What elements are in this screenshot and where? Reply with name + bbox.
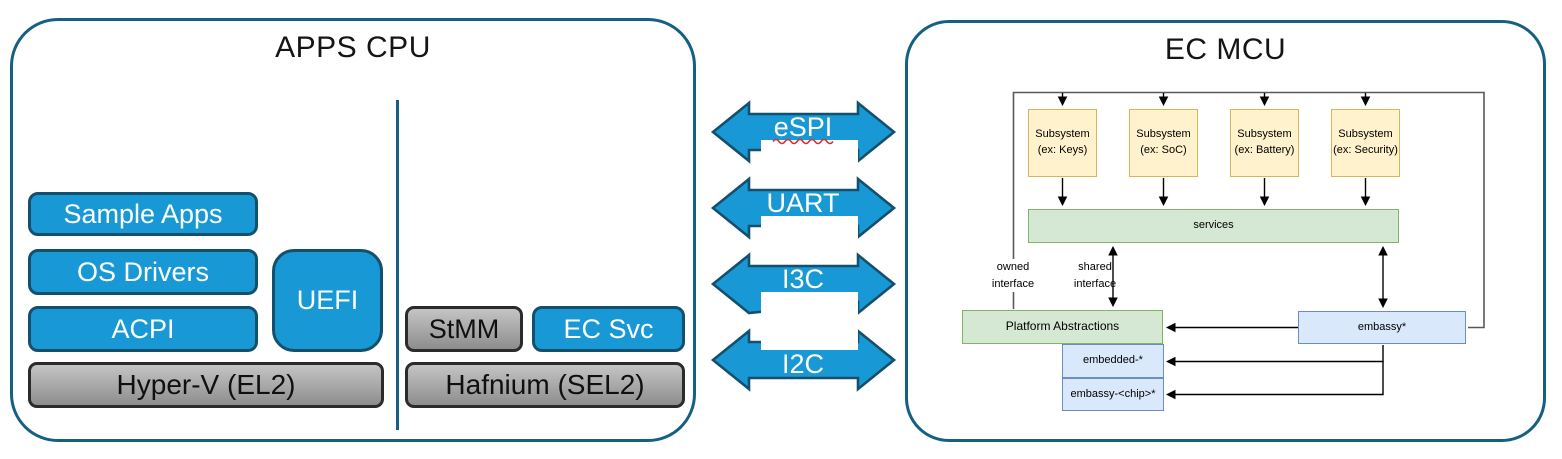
- subsystem-keys-box: Subsystem (ex: Keys): [1028, 109, 1097, 177]
- subsystem-security-line1: Subsystem: [1338, 128, 1393, 141]
- embedded-box: embedded-*: [1062, 344, 1164, 378]
- double-arrow-icon: I3C: [710, 252, 897, 326]
- hyper-v-box: Hyper-V (EL2): [28, 362, 384, 408]
- subsystem-keys-line1: Subsystem: [1035, 128, 1090, 141]
- espi-label: eSPI: [774, 112, 833, 142]
- i2c-bus-arrow: I2C: [710, 318, 897, 392]
- stmm-box: StMM: [405, 306, 523, 352]
- double-arrow-icon: I2C: [710, 318, 897, 392]
- subsystem-soc-line1: Subsystem: [1136, 128, 1191, 141]
- uart-label: UART: [766, 188, 839, 218]
- apps-cpu-divider-line: [396, 100, 399, 430]
- uart-bus-arrow: UART: [710, 176, 897, 250]
- services-box: services: [1028, 209, 1399, 243]
- owned-interface-line2: interface: [991, 277, 1035, 290]
- shared-interface-line1: shared: [1078, 261, 1112, 273]
- acpi-box: ACPI: [28, 306, 258, 352]
- double-arrow-icon: eSPI: [710, 100, 897, 174]
- owned-interface-line1: owned: [996, 261, 1030, 273]
- subsystem-soc-line2: (ex: SoC): [1140, 144, 1187, 156]
- subsystem-soc-box: Subsystem (ex: SoC): [1129, 109, 1198, 177]
- spellcheck-squiggle-icon: [772, 138, 834, 145]
- i3c-label: I3C: [782, 264, 824, 294]
- i3c-bus-arrow: I3C: [710, 252, 897, 326]
- subsystem-battery-line2: (ex: Battery): [1234, 144, 1295, 156]
- subsystem-security-box: Subsystem (ex: Security): [1331, 109, 1400, 177]
- sample-apps-box: Sample Apps: [28, 192, 258, 236]
- os-drivers-box: OS Drivers: [28, 249, 258, 295]
- apps-cpu-title: APPS CPU: [275, 31, 431, 64]
- double-arrow-icon: UART: [710, 176, 897, 250]
- embassy-box: embassy*: [1298, 311, 1466, 344]
- shared-interface-line2: interface: [1073, 277, 1117, 290]
- owned-interface-label: owned interface: [974, 259, 1052, 292]
- hafnium-box: Hafnium (SEL2): [405, 362, 685, 408]
- embassy-chip-box: embassy-<chip>*: [1062, 378, 1164, 411]
- ec-mcu-title: EC MCU: [1164, 33, 1287, 66]
- subsystem-battery-box: Subsystem (ex: Battery): [1230, 109, 1299, 177]
- subsystem-keys-line2: (ex: Keys): [1037, 144, 1088, 156]
- i2c-label: I2C: [782, 349, 824, 379]
- subsystem-battery-line1: Subsystem: [1237, 128, 1292, 141]
- ec-svc-box: EC Svc: [532, 306, 685, 352]
- platform-abstractions-box: Platform Abstractions: [962, 310, 1163, 344]
- espi-bus-arrow: eSPI: [710, 100, 897, 174]
- shared-interface-label: shared interface: [1057, 259, 1133, 292]
- uefi-box: UEFI: [272, 249, 383, 352]
- subsystem-security-line2: (ex: Security): [1333, 144, 1398, 156]
